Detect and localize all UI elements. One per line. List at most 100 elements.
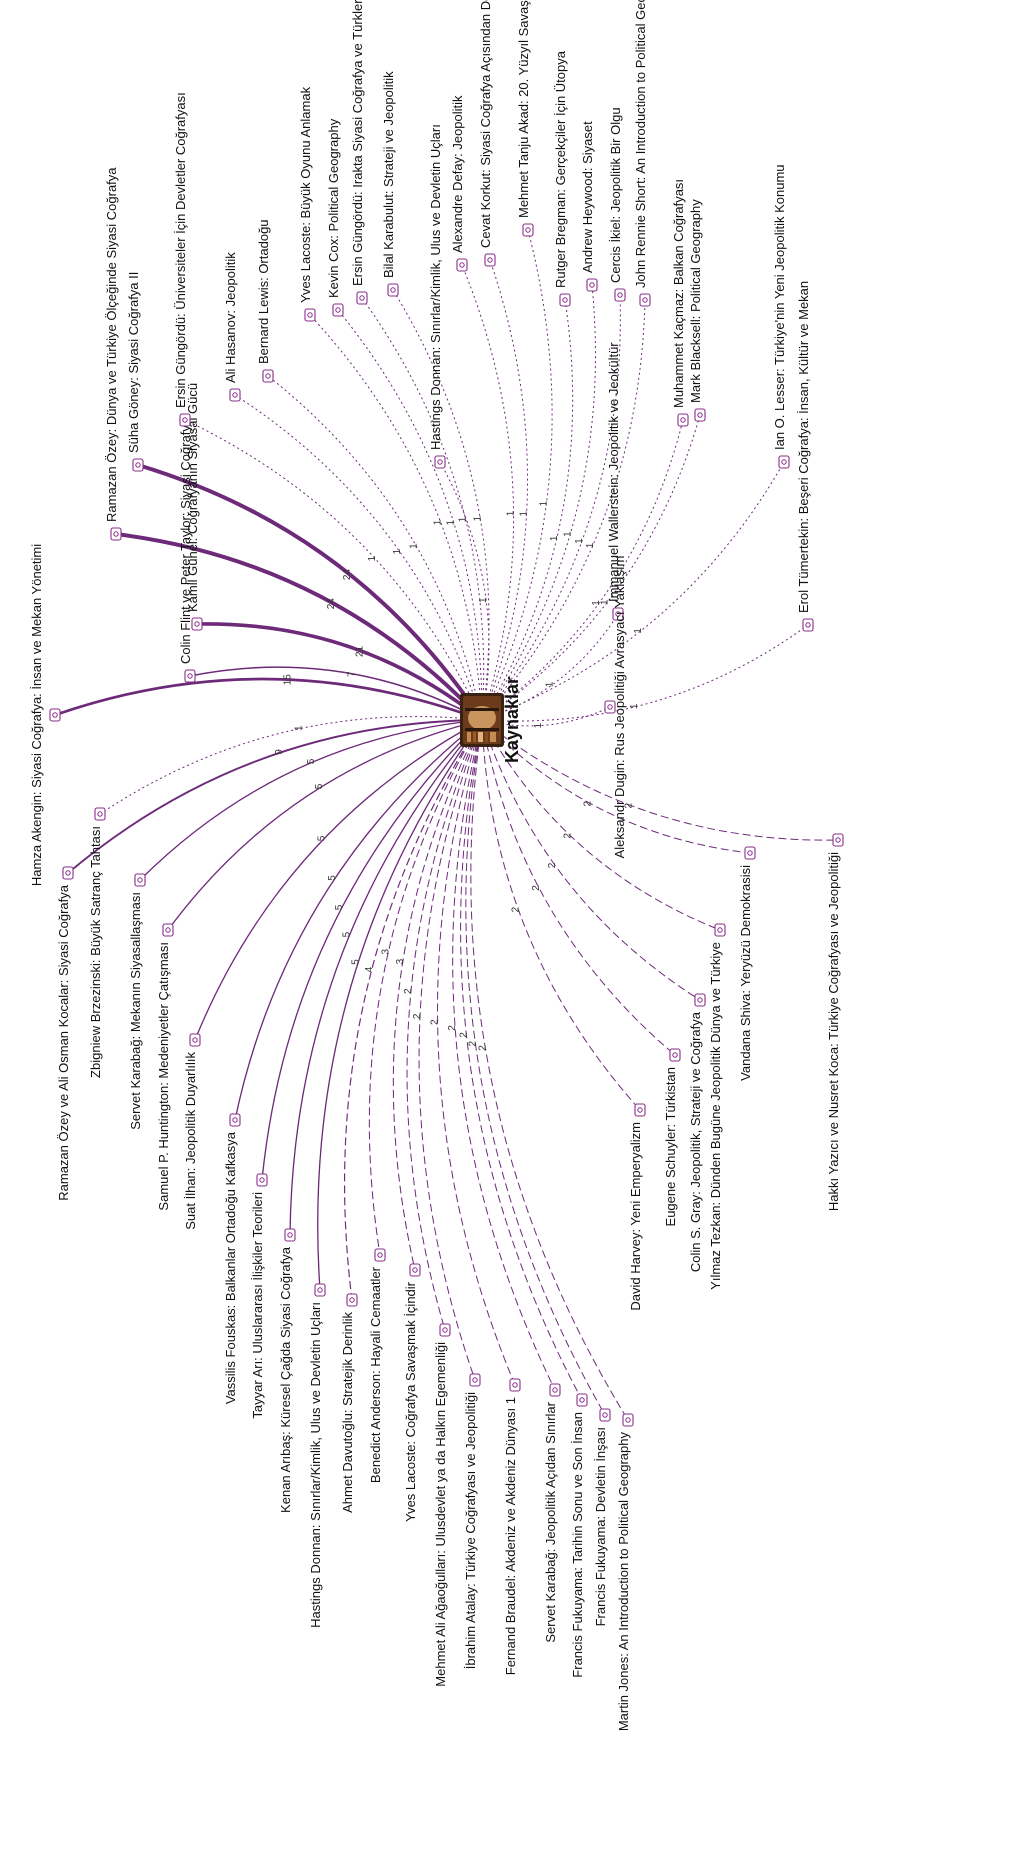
document-icon <box>634 1103 646 1117</box>
source-node[interactable]: Eugene Schuyler: Türkistan <box>663 1048 681 1226</box>
source-node[interactable]: Martin Jones: An Introduction to Politic… <box>616 1413 634 1732</box>
source-node[interactable]: Francis Fukuyama: Tarihin Sonu ve Son İn… <box>570 1393 588 1678</box>
link-count: 5 <box>327 875 338 881</box>
source-link <box>439 461 490 721</box>
source-node[interactable]: Colin S. Gray: Jeopolitik, Strateji ve C… <box>688 993 706 1272</box>
library-shelf-icon <box>460 693 504 747</box>
source-label: Yves Lacoste: Coğrafya Savaşmak İçindir <box>403 1281 418 1522</box>
source-node[interactable]: Servet Karabağ: Jeopolitik Açıdan Sınırl… <box>543 1383 561 1643</box>
link-count: 1 <box>562 531 573 537</box>
source-node[interactable]: Servet Karabağ: Mekanın Siyasallaşması <box>128 873 146 1130</box>
source-node[interactable]: Erol Tümertekin: Beşeri Coğrafya: İnsan,… <box>796 281 814 632</box>
source-link <box>481 259 528 721</box>
document-icon <box>110 527 122 541</box>
document-icon <box>62 866 74 880</box>
source-node[interactable]: John Rennie Short: An Introduction to Po… <box>633 0 651 307</box>
link-count: 15 <box>282 674 293 686</box>
source-node[interactable]: Rutger Bregman: Gerçekçiler İçin Ütopya <box>553 50 571 307</box>
source-node[interactable]: Tayyar Arı: Uluslararası İlişkiler Teori… <box>250 1173 268 1419</box>
document-icon <box>332 303 344 317</box>
link-count: 1 <box>585 542 596 548</box>
link-count: 1 <box>367 555 378 561</box>
source-label: David Harvey: Yeni Emperyalizm <box>628 1122 643 1311</box>
source-node[interactable]: Fernand Braudel: Akdeniz ve Akdeniz Düny… <box>503 1378 521 1675</box>
source-link <box>481 719 839 841</box>
source-node[interactable]: Hamza Akengin: Siyasi Coğrafya: İnsan ve… <box>29 544 61 886</box>
source-link <box>289 719 483 1236</box>
link-count: 1 <box>392 549 403 555</box>
document-icon <box>586 278 598 292</box>
document-icon <box>256 1173 268 1187</box>
source-node[interactable]: Samuel P. Huntington: Medeniyetler Çatış… <box>156 923 174 1211</box>
source-label: Kamil Günel: Coğrafyanın Siyasal Gücü <box>185 383 200 612</box>
source-node[interactable]: Ali Hasanov: Jeopolitik <box>223 252 241 402</box>
source-node[interactable]: Andrew Heywood: Siyaset <box>580 121 598 292</box>
source-node[interactable]: Vassilis Fouskas: Balkanlar Ortadoğu Kaf… <box>223 1113 241 1404</box>
source-link <box>481 229 553 721</box>
source-node[interactable]: Mehmet Tanju Akad: 20. Yüzyıl Savaşları <box>516 0 534 237</box>
source-node[interactable]: Yves Lacoste: Coğrafya Savaşmak İçindir <box>403 1263 421 1522</box>
link-count: 2 <box>447 1025 458 1031</box>
document-icon <box>604 700 616 714</box>
source-node[interactable]: Suat İlhan: Jeopolitik Duyarlılık <box>183 1033 201 1230</box>
source-node[interactable]: Bilal Karabulut: Strateji ve Jeopolitik <box>381 71 399 297</box>
source-node[interactable]: Süha Göney: Siyasi Coğrafya II <box>126 272 144 472</box>
source-node[interactable]: Ramazan Özey ve Ali Osman Kocalar: Siyas… <box>56 866 74 1201</box>
link-count: 1 <box>458 516 469 522</box>
source-label: Servet Karabağ: Jeopolitik Açıdan Sınırl… <box>543 1401 558 1642</box>
source-node[interactable]: İbrahim Atalay: Türkiye Coğrafyası ve Je… <box>463 1373 481 1669</box>
document-icon <box>439 1323 451 1337</box>
source-label: Martin Jones: An Introduction to Politic… <box>616 1432 631 1732</box>
source-node[interactable]: Yves Lacoste: Büyük Oyunu Anlamak <box>298 86 316 322</box>
source-node[interactable]: Zbigniew Brzezinski: Büyük Satranç Tahta… <box>88 807 106 1078</box>
source-node[interactable]: Immanuel Wallerstein: Jeopolitik ve Jeok… <box>606 342 624 621</box>
source-node[interactable]: Bernard Lewis: Ortadoğu <box>256 219 274 383</box>
source-node[interactable]: David Harvey: Yeni Emperyalizm <box>628 1103 646 1311</box>
document-icon <box>284 1228 296 1242</box>
source-node[interactable]: Cercis İkiel: Jeopolitik Bir Olgu <box>608 107 626 302</box>
source-node[interactable]: Ian O. Lesser: Türkiye'nin Yeni Jeopolit… <box>772 164 790 469</box>
source-label: Ramazan Özey ve Ali Osman Kocalar: Siyas… <box>56 884 71 1201</box>
source-label: Ramazan Özey: Dünya ve Türkiye Ölçeğinde… <box>104 167 119 522</box>
source-label: Cevat Korkut: Siyasi Coğrafya Açısından … <box>478 0 493 248</box>
source-node[interactable]: Vandana Shiva: Yeryüzü Demokrasisi <box>738 846 756 1081</box>
source-node[interactable]: Yılmaz Tezkan: Dünden Bugüne Jeopolitik … <box>708 923 726 1290</box>
source-node[interactable]: Kenan Arıbaş: Küresel Çağda Siyasi Coğra… <box>278 1228 296 1513</box>
source-node[interactable]: Ersin Güngördü: Irakta Siyasi Coğrafya v… <box>350 0 368 305</box>
source-node[interactable]: Kamil Günel: Coğrafyanın Siyasal Gücü <box>185 383 203 631</box>
source-node[interactable]: Ramazan Özey: Dünya ve Türkiye Ölçeğinde… <box>104 167 122 541</box>
source-label: Andrew Heywood: Siyaset <box>580 121 595 273</box>
source-link <box>234 719 483 1121</box>
source-node[interactable]: Hastings Donnan: Sınırlar/Kimlik, Ulus v… <box>428 124 446 469</box>
document-icon <box>677 413 689 427</box>
source-node[interactable]: Ersin Güngördü: Üniversiteler İçin Devle… <box>173 92 191 427</box>
source-node[interactable]: Muhammet Kaçmaz: Balkan Coğrafyası <box>671 179 689 427</box>
source-link <box>481 706 611 727</box>
source-node[interactable]: Ahmet Davutoğlu: Stratejik Derinlik <box>340 1293 358 1513</box>
source-label: Colin S. Gray: Jeopolitik, Strateji ve C… <box>688 1011 703 1272</box>
source-node[interactable]: Aleksandr Dugin: Rus Jeopolitiği Avrasya… <box>604 556 627 859</box>
root-node[interactable]: Kaynaklar <box>460 677 522 763</box>
source-label: Mark Blacksell: Political Geography <box>688 199 703 403</box>
source-link <box>344 719 483 1301</box>
source-node[interactable]: Francis Fukuyama: Devletin İnşası <box>593 1408 611 1626</box>
source-link <box>481 299 646 721</box>
source-label: Francis Fukuyama: Tarihin Sonu ve Son İn… <box>570 1412 585 1678</box>
link-count: 1 <box>446 519 457 525</box>
source-node[interactable]: Hastings Donnan: Sınırlar/Kimlik, Ulus v… <box>308 1283 326 1628</box>
source-node[interactable]: Kevin Cox: Political Geography <box>326 118 344 317</box>
source-node[interactable]: Colin Flint ve Peter Taylor: Siyasi Coğr… <box>178 417 196 683</box>
source-node[interactable]: Mehmet Ali Ağaoğulları: Ulusdevlet ya da… <box>433 1323 451 1687</box>
source-node[interactable]: Cevat Korkut: Siyasi Coğrafya Açısından … <box>478 0 496 267</box>
document-icon <box>189 1033 201 1047</box>
link-count: 21 <box>354 645 365 657</box>
source-node[interactable]: Hakkı Yazıcı ve Nusret Koca: Türkiye Coğ… <box>826 833 844 1211</box>
link-count: 2 <box>430 1019 441 1025</box>
source-link <box>317 719 483 1291</box>
source-node[interactable]: Mark Blacksell: Political Geography <box>688 199 706 422</box>
source-link <box>194 719 483 1041</box>
source-link <box>196 622 484 722</box>
source-node[interactable]: Alexandre Defay: Jeopolitik <box>450 95 468 272</box>
source-node[interactable]: Benedict Anderson: Hayali Cemaatler <box>368 1248 386 1483</box>
source-label: Hastings Donnan: Sınırlar/Kimlik, Ulus v… <box>428 124 443 450</box>
